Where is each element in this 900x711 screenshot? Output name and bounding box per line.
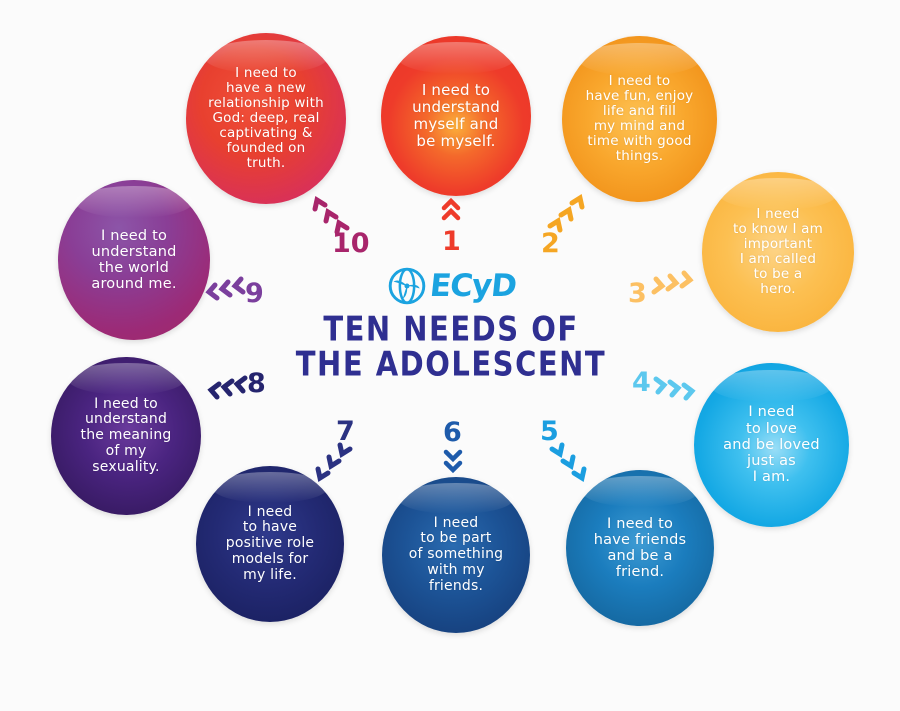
need-circle-10[interactable]: I need to have a new relationship with G… xyxy=(186,33,346,204)
need-number-9: 9 xyxy=(245,278,264,309)
need-text-1: I need to understand myself and be mysel… xyxy=(412,81,500,150)
need-number-6: 6 xyxy=(443,417,462,448)
arrow-to-need-4 xyxy=(653,372,707,406)
need-text-10: I need to have a new relationship with G… xyxy=(208,64,324,172)
need-circle-5[interactable]: I need to have friends and be a friend. xyxy=(566,470,714,626)
arrow-to-need-8 xyxy=(205,372,251,404)
page-title: TEN NEEDS OF THE ADOLESCENT xyxy=(295,308,607,384)
need-text-4: I need to love and be loved just as I am… xyxy=(723,404,820,486)
need-circle-1[interactable]: I need to understand myself and be mysel… xyxy=(381,36,531,196)
arrow-to-need-2 xyxy=(547,190,593,238)
need-number-8: 8 xyxy=(247,368,266,399)
arrow-to-need-10 xyxy=(305,192,351,240)
need-circle-6[interactable]: I need to be part of something with my f… xyxy=(382,477,530,633)
arrow-to-need-3 xyxy=(651,266,705,302)
need-number-4: 4 xyxy=(632,367,651,398)
need-circle-3[interactable]: I need to know I am important I am calle… xyxy=(702,172,854,332)
need-number-1: 1 xyxy=(442,226,461,257)
center-branding: ECyD TEN NEEDS OF THE ADOLESCENT xyxy=(286,264,616,381)
arrow-to-need-1 xyxy=(438,196,468,226)
need-text-5: I need to have friends and be a friend. xyxy=(593,515,687,581)
arrow-to-need-6 xyxy=(440,447,470,479)
need-text-7: I need to have positive role models for … xyxy=(225,503,315,583)
need-text-3: I need to know I am important I am calle… xyxy=(733,205,823,298)
need-circle-2[interactable]: I need to have fun, enjoy life and fill … xyxy=(562,36,717,202)
need-text-2: I need to have fun, enjoy life and fill … xyxy=(585,72,694,165)
need-circle-9[interactable]: I need to understand the world around me… xyxy=(58,180,210,340)
need-circle-8[interactable]: I need to understand the meaning of my s… xyxy=(51,357,201,515)
arrow-to-need-7 xyxy=(310,442,356,493)
need-text-9: I need to understand the world around me… xyxy=(91,227,177,293)
need-circle-7[interactable]: I need to have positive role models for … xyxy=(196,466,344,622)
need-number-7: 7 xyxy=(336,416,355,447)
ecyd-globe-icon xyxy=(388,267,426,305)
need-number-3: 3 xyxy=(628,278,647,309)
need-text-8: I need to understand the meaning of my s… xyxy=(80,395,172,475)
need-number-2: 2 xyxy=(541,228,560,259)
need-number-10: 10 xyxy=(332,228,370,259)
need-number-5: 5 xyxy=(540,416,559,447)
arrow-to-need-9 xyxy=(203,272,249,306)
arrow-to-need-5 xyxy=(548,442,592,493)
ecyd-wordmark: ECyD xyxy=(428,267,518,304)
ecyd-logo: ECyD xyxy=(286,264,616,308)
need-circle-4[interactable]: I need to love and be loved just as I am… xyxy=(694,363,849,527)
need-text-6: I need to be part of something with my f… xyxy=(408,514,504,594)
